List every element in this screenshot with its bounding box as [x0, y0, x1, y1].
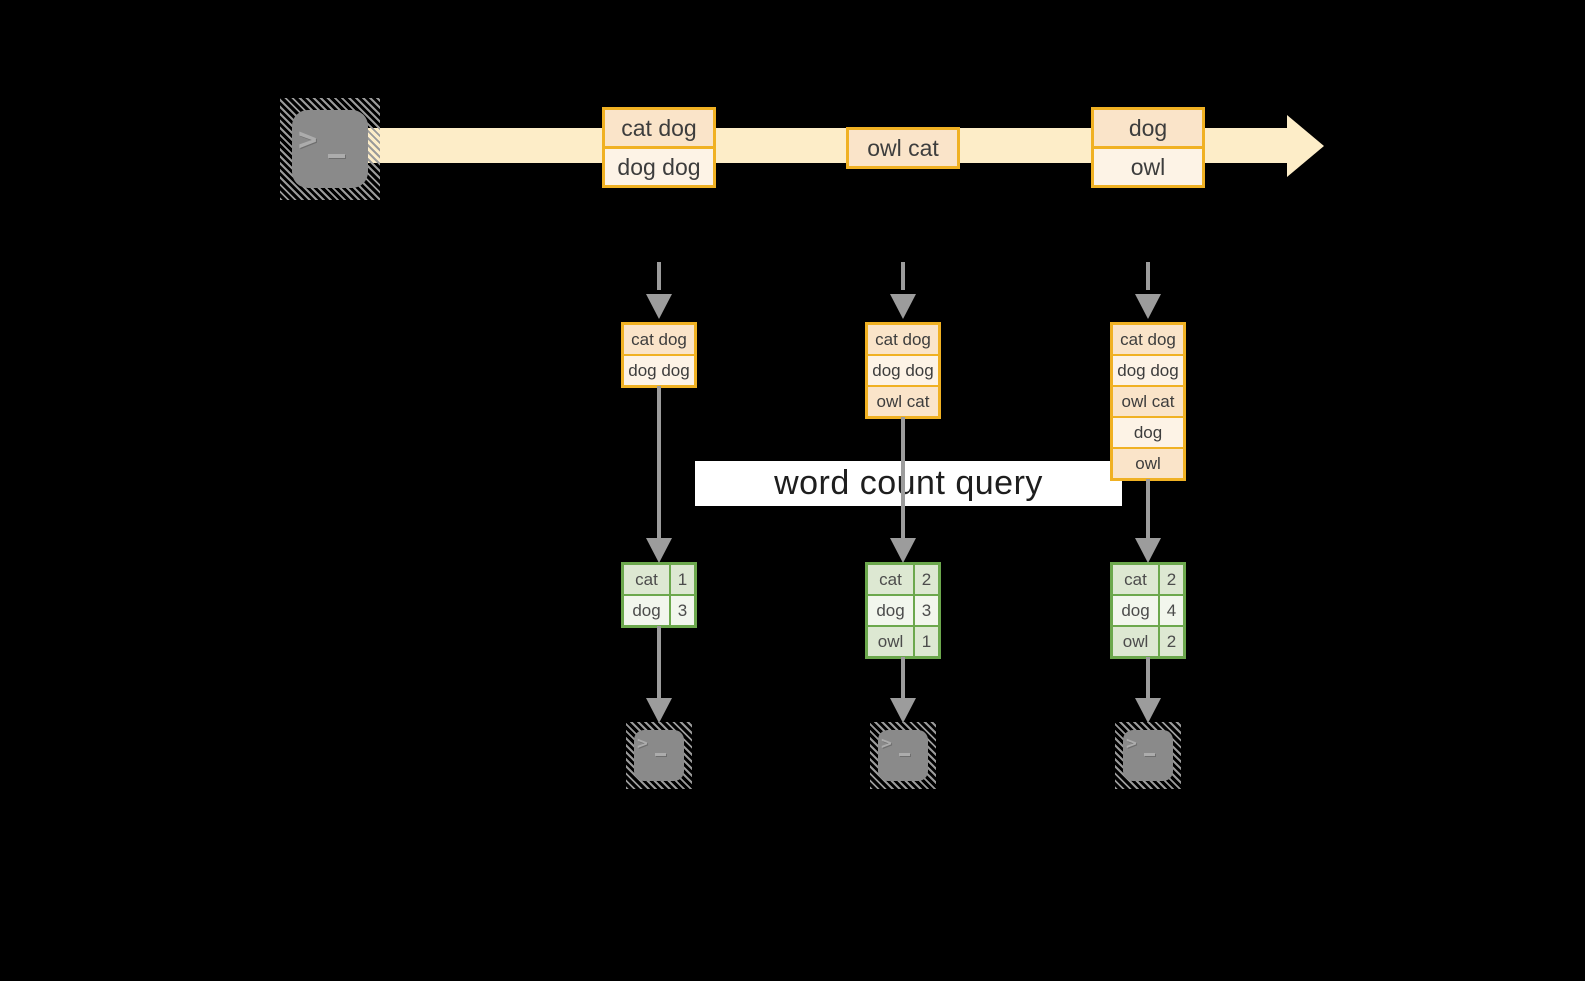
count-cell: 2	[1160, 565, 1183, 594]
prompt-cursor-icon	[328, 154, 345, 158]
arrow-line	[657, 386, 661, 539]
count-cell: 3	[915, 596, 938, 625]
state-line: owl	[1113, 449, 1183, 478]
arrowhead-down-icon	[890, 294, 916, 319]
prompt-chevron-icon: >	[637, 733, 648, 754]
input-state-stack-2: cat dog dog dog owl cat	[865, 322, 941, 419]
arrowhead-down-icon	[1135, 294, 1161, 319]
state-line: cat dog	[1113, 325, 1183, 354]
count-cell: 3	[671, 596, 694, 625]
word-cell: dog	[624, 596, 669, 625]
stream-arrowhead	[1287, 115, 1324, 177]
arrow-line	[901, 417, 905, 539]
count-table-3: cat 2 dog 4 owl 2	[1110, 562, 1186, 659]
word-cell: cat	[624, 565, 669, 594]
table-row: owl 1	[868, 627, 938, 656]
arrowhead-down-icon	[646, 538, 672, 563]
count-cell: 2	[1160, 627, 1183, 656]
table-row: dog 3	[868, 596, 938, 625]
event-line: dog dog	[605, 149, 713, 185]
query-label-band: word count query	[695, 461, 1122, 506]
event-line: cat dog	[605, 110, 713, 146]
state-line: dog	[1113, 418, 1183, 447]
arrowhead-down-icon	[646, 294, 672, 319]
state-line: dog dog	[1113, 356, 1183, 385]
query-label: word count query	[774, 464, 1043, 502]
word-cell: cat	[1113, 565, 1158, 594]
word-cell: cat	[868, 565, 913, 594]
table-row: owl 2	[1113, 627, 1183, 656]
prompt-cursor-icon	[655, 753, 666, 756]
word-cell: dog	[1113, 596, 1158, 625]
table-row: cat 2	[1113, 565, 1183, 594]
state-line: cat dog	[624, 325, 694, 354]
word-cell: dog	[868, 596, 913, 625]
terminal-icon: >	[626, 722, 692, 789]
prompt-chevron-icon: >	[881, 733, 892, 754]
event-line: dog	[1094, 110, 1202, 146]
arrow-line	[1146, 479, 1150, 539]
stream-event-1: cat dog dog dog	[602, 107, 716, 188]
table-row: cat 2	[868, 565, 938, 594]
event-line: owl cat	[849, 130, 957, 166]
terminal-icon: >	[1115, 722, 1181, 789]
prompt-chevron-icon: >	[298, 120, 318, 158]
arrowhead-down-icon	[646, 698, 672, 723]
count-cell: 2	[915, 565, 938, 594]
stream-event-3: dog owl	[1091, 107, 1205, 188]
word-cell: owl	[868, 627, 913, 656]
state-line: dog dog	[868, 356, 938, 385]
state-line: cat dog	[868, 325, 938, 354]
arrow-line	[901, 657, 905, 699]
count-table-2: cat 2 dog 3 owl 1	[865, 562, 941, 659]
arrowhead-down-icon	[1135, 698, 1161, 723]
dashed-arrow-line	[1146, 262, 1150, 290]
state-line: owl cat	[868, 387, 938, 416]
prompt-chevron-icon: >	[1126, 733, 1137, 754]
state-line: dog dog	[624, 356, 694, 385]
stream-event-2: owl cat	[846, 127, 960, 169]
input-state-stack-1: cat dog dog dog	[621, 322, 697, 388]
arrowhead-down-icon	[1135, 538, 1161, 563]
table-row: dog 3	[624, 596, 694, 625]
arrow-line	[1146, 657, 1150, 699]
terminal-icon: >	[870, 722, 936, 789]
prompt-cursor-icon	[899, 753, 910, 756]
event-line: owl	[1094, 149, 1202, 185]
input-state-stack-3: cat dog dog dog owl cat dog owl	[1110, 322, 1186, 481]
state-line: owl cat	[1113, 387, 1183, 416]
arrow-line	[657, 626, 661, 699]
prompt-cursor-icon	[1144, 753, 1155, 756]
count-cell: 1	[671, 565, 694, 594]
table-row: dog 4	[1113, 596, 1183, 625]
dashed-arrow-line	[657, 262, 661, 290]
count-cell: 4	[1160, 596, 1183, 625]
arrowhead-down-icon	[890, 538, 916, 563]
terminal-screen	[292, 110, 368, 188]
count-table-1: cat 1 dog 3	[621, 562, 697, 628]
word-cell: owl	[1113, 627, 1158, 656]
terminal-icon: >	[280, 98, 380, 200]
table-row: cat 1	[624, 565, 694, 594]
dashed-arrow-line	[901, 262, 905, 290]
count-cell: 1	[915, 627, 938, 656]
arrowhead-down-icon	[890, 698, 916, 723]
